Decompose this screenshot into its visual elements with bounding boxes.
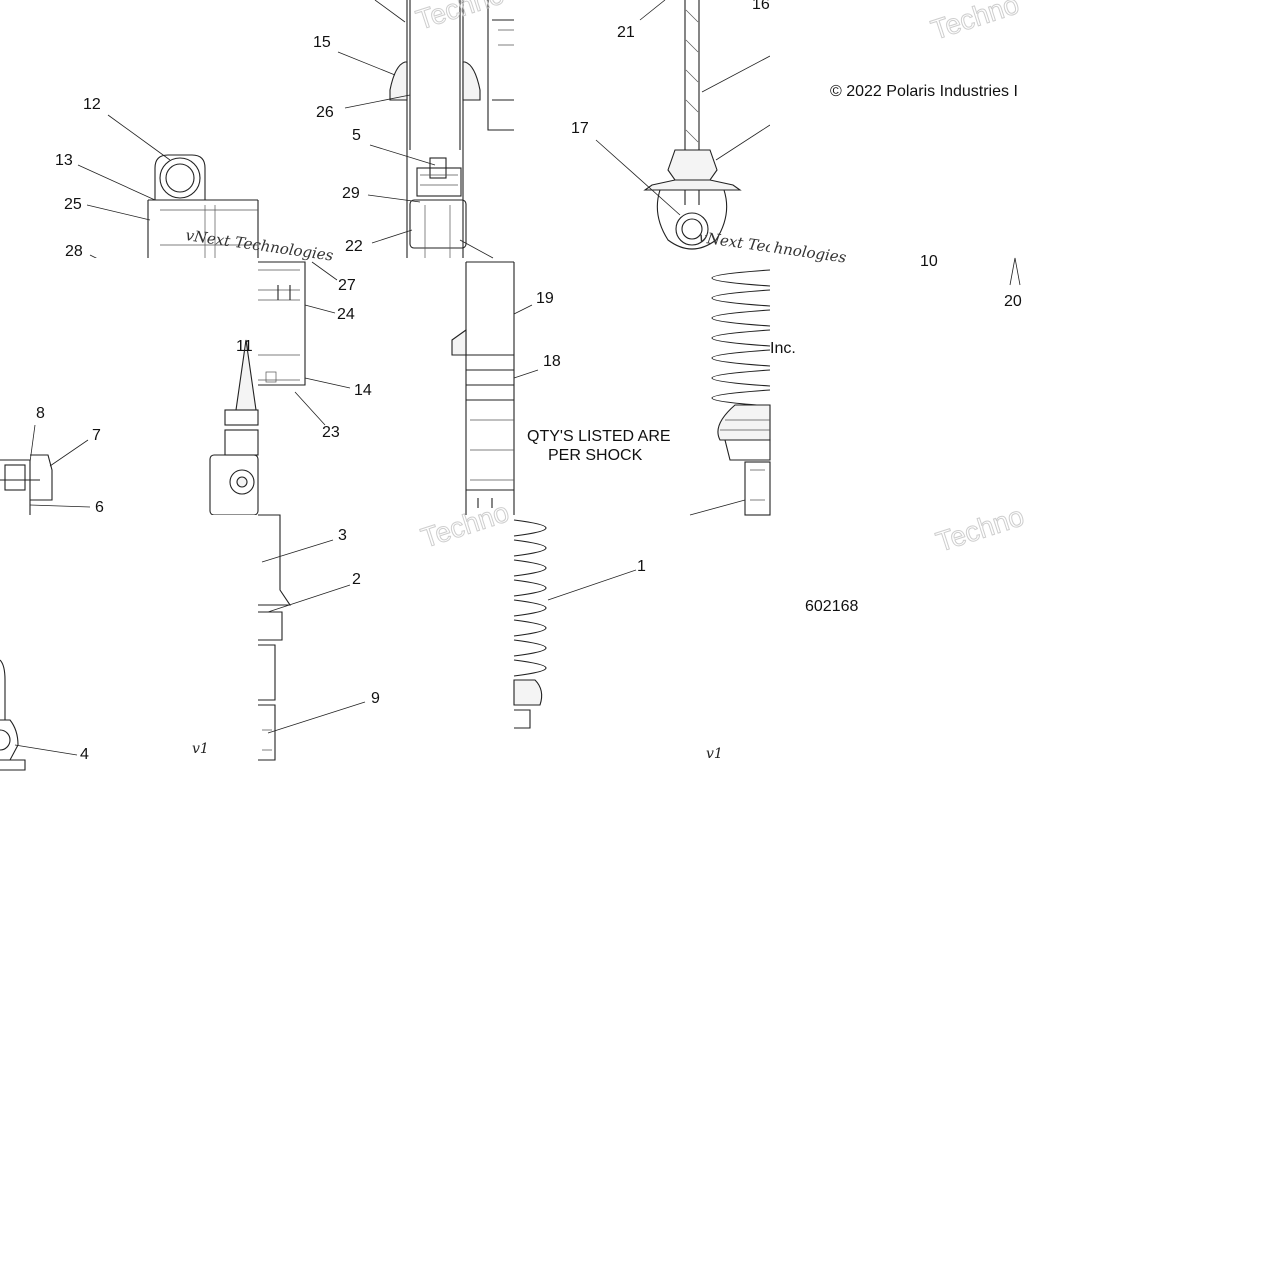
callout-14: 14 [354,382,372,399]
callout-26: 26 [316,104,334,121]
callout-8: 8 [36,405,45,422]
callout-1: 1 [637,558,646,575]
body-bottom-drawing [258,514,292,761]
callout-23: 23 [322,424,340,441]
callout-22: 22 [345,238,363,255]
callout-6: 6 [95,499,104,516]
callout-5: 5 [352,127,361,144]
copyright-tail-text: Inc. [770,340,796,357]
shaft-eyelet-drawing [643,0,742,250]
drawing-number: 602168 [805,598,858,615]
qty-note-line2: PER SHOCK [548,447,643,464]
version-mark: v1 [192,741,209,757]
callout-11: 11 [236,338,253,355]
shock-body-drawing [389,0,514,258]
callout-16: 16 [752,0,770,13]
callout-28: 28 [65,243,83,260]
callout-17: 17 [571,120,589,137]
callout-19: 19 [536,290,554,307]
callout-15: 15 [313,34,331,51]
callout-7: 7 [92,427,101,444]
callout-24: 24 [337,306,355,323]
callout-21: 21 [617,24,635,41]
callout-27: 27 [338,277,356,294]
spring-lower-drawing [513,519,547,729]
callout-25: 25 [64,196,82,213]
body-lower-drawing [258,261,515,515]
callout-10: 10 [920,253,938,270]
callout-18: 18 [543,353,561,370]
callout-2: 2 [352,571,361,588]
qty-note-line1: QTY'S LISTED ARE [527,428,671,445]
version-mark: v1 [706,746,723,762]
callout-4: 4 [80,746,89,763]
callout-9: 9 [371,690,380,707]
leader-lines [14,0,1021,756]
callout-12: 12 [83,96,101,113]
tile-seams [0,0,1285,518]
callout-13: 13 [55,152,73,169]
callout-labels: 1 2 3 4 5 6 7 8 9 10 11 12 13 14 15 16 1… [36,0,1022,763]
callout-29: 29 [342,185,360,202]
reservoir-top-drawing [147,154,259,258]
spring-upper-drawing [711,269,771,516]
reservoir-lower-drawing [0,339,259,516]
callout-3: 3 [338,527,347,544]
notes: © 2022 Polaris Industries I Inc. QTY'S L… [192,83,1018,762]
callout-20: 20 [1004,293,1022,310]
copyright-text: © 2022 Polaris Industries I [830,83,1018,100]
reservoir-bottom-drawing [0,659,26,771]
